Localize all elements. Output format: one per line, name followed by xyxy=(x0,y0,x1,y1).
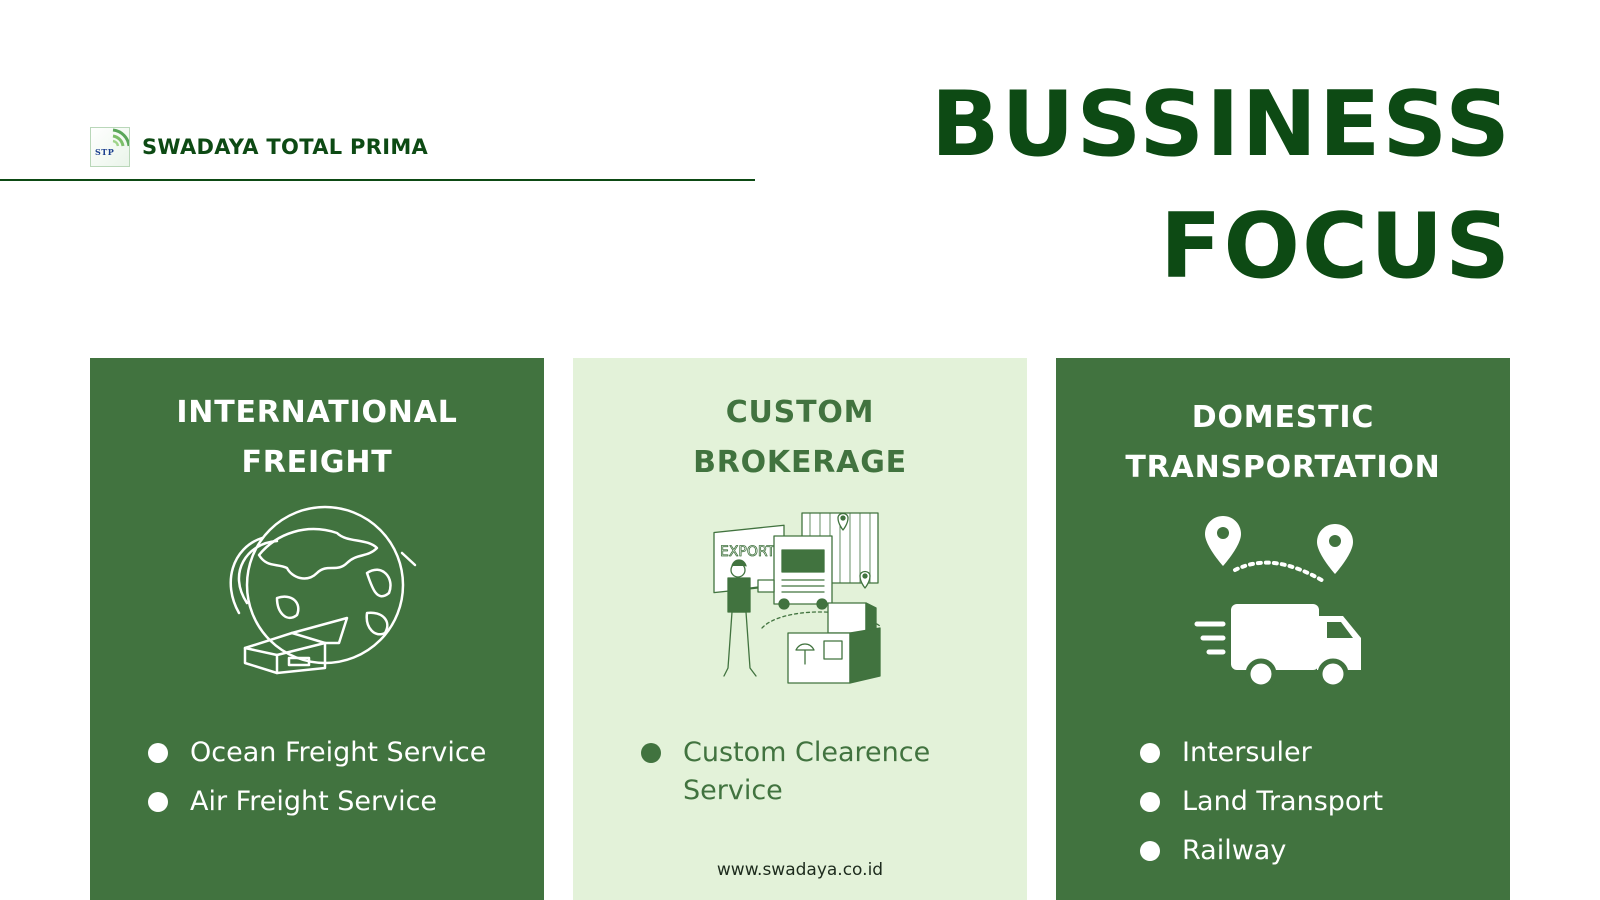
bullet-dot-icon xyxy=(1140,743,1160,763)
card-international-freight: INTERNATIONAL FREIGHT Ocean Freight Serv… xyxy=(90,358,544,900)
list-item-label: Ocean Freight Service xyxy=(190,737,487,768)
card-title-line1: CUSTOM xyxy=(725,395,875,430)
list-item: Land Transport xyxy=(1140,783,1383,821)
card-title: DOMESTIC TRANSPORTATION xyxy=(1056,388,1510,493)
brand-logo-row: STP SWADAYA TOTAL PRIMA xyxy=(90,127,428,167)
list-item: Railway xyxy=(1140,832,1383,870)
list-item-label: Railway xyxy=(1182,835,1287,866)
export-label: EXPORT xyxy=(720,544,776,560)
bullet-dot-icon xyxy=(148,792,168,812)
bullet-dot-icon xyxy=(1140,792,1160,812)
card-title-line2: TRANSPORTATION xyxy=(1125,450,1441,485)
card-title-line1: DOMESTIC xyxy=(1191,400,1375,435)
list-item-label: Air Freight Service xyxy=(190,786,438,817)
list-item-label: Custom Clearence Service xyxy=(683,737,931,806)
list-item-label: Intersuler xyxy=(1182,737,1312,768)
page-title-line1: BUSSINESS xyxy=(930,72,1512,177)
list-item: Intersuler xyxy=(1140,734,1383,772)
list-item: Custom Clearence Service xyxy=(641,734,981,810)
logo-text: STP xyxy=(95,147,115,157)
bullet-dot-icon xyxy=(641,743,661,763)
card-domestic-transportation: DOMESTIC TRANSPORTATION Intersuler Land … xyxy=(1056,358,1510,900)
globe-with-box-icon xyxy=(90,503,544,683)
truck-route-icon xyxy=(1056,508,1510,688)
card-title: CUSTOM BROKERAGE xyxy=(573,388,1027,488)
brand-name: SWADAYA TOTAL PRIMA xyxy=(142,135,429,159)
list-item: Ocean Freight Service xyxy=(148,734,486,772)
card-title: INTERNATIONAL FREIGHT xyxy=(90,388,544,488)
list-item: Air Freight Service xyxy=(148,783,486,821)
service-list: Intersuler Land Transport Railway xyxy=(1140,734,1383,881)
card-title-line2: BROKERAGE xyxy=(693,445,907,480)
list-item-label: Land Transport xyxy=(1182,786,1384,817)
stp-logo-icon: STP xyxy=(90,127,130,167)
card-custom-brokerage: CUSTOM BROKERAGE EXPORT xyxy=(573,358,1027,900)
page-title-line2: FOCUS xyxy=(1160,194,1512,299)
bullet-dot-icon xyxy=(1140,841,1160,861)
bullet-dot-icon xyxy=(148,743,168,763)
export-logistics-illustration: EXPORT xyxy=(573,508,1027,688)
header-divider xyxy=(0,179,755,181)
service-list: Ocean Freight Service Air Freight Servic… xyxy=(148,734,486,832)
website-url: www.swadaya.co.id xyxy=(716,860,884,880)
card-title-line2: FREIGHT xyxy=(241,445,393,480)
page-title: BUSSINESS FOCUS xyxy=(931,64,1512,308)
service-list: Custom Clearence Service xyxy=(641,734,981,821)
card-title-line1: INTERNATIONAL xyxy=(176,395,458,430)
